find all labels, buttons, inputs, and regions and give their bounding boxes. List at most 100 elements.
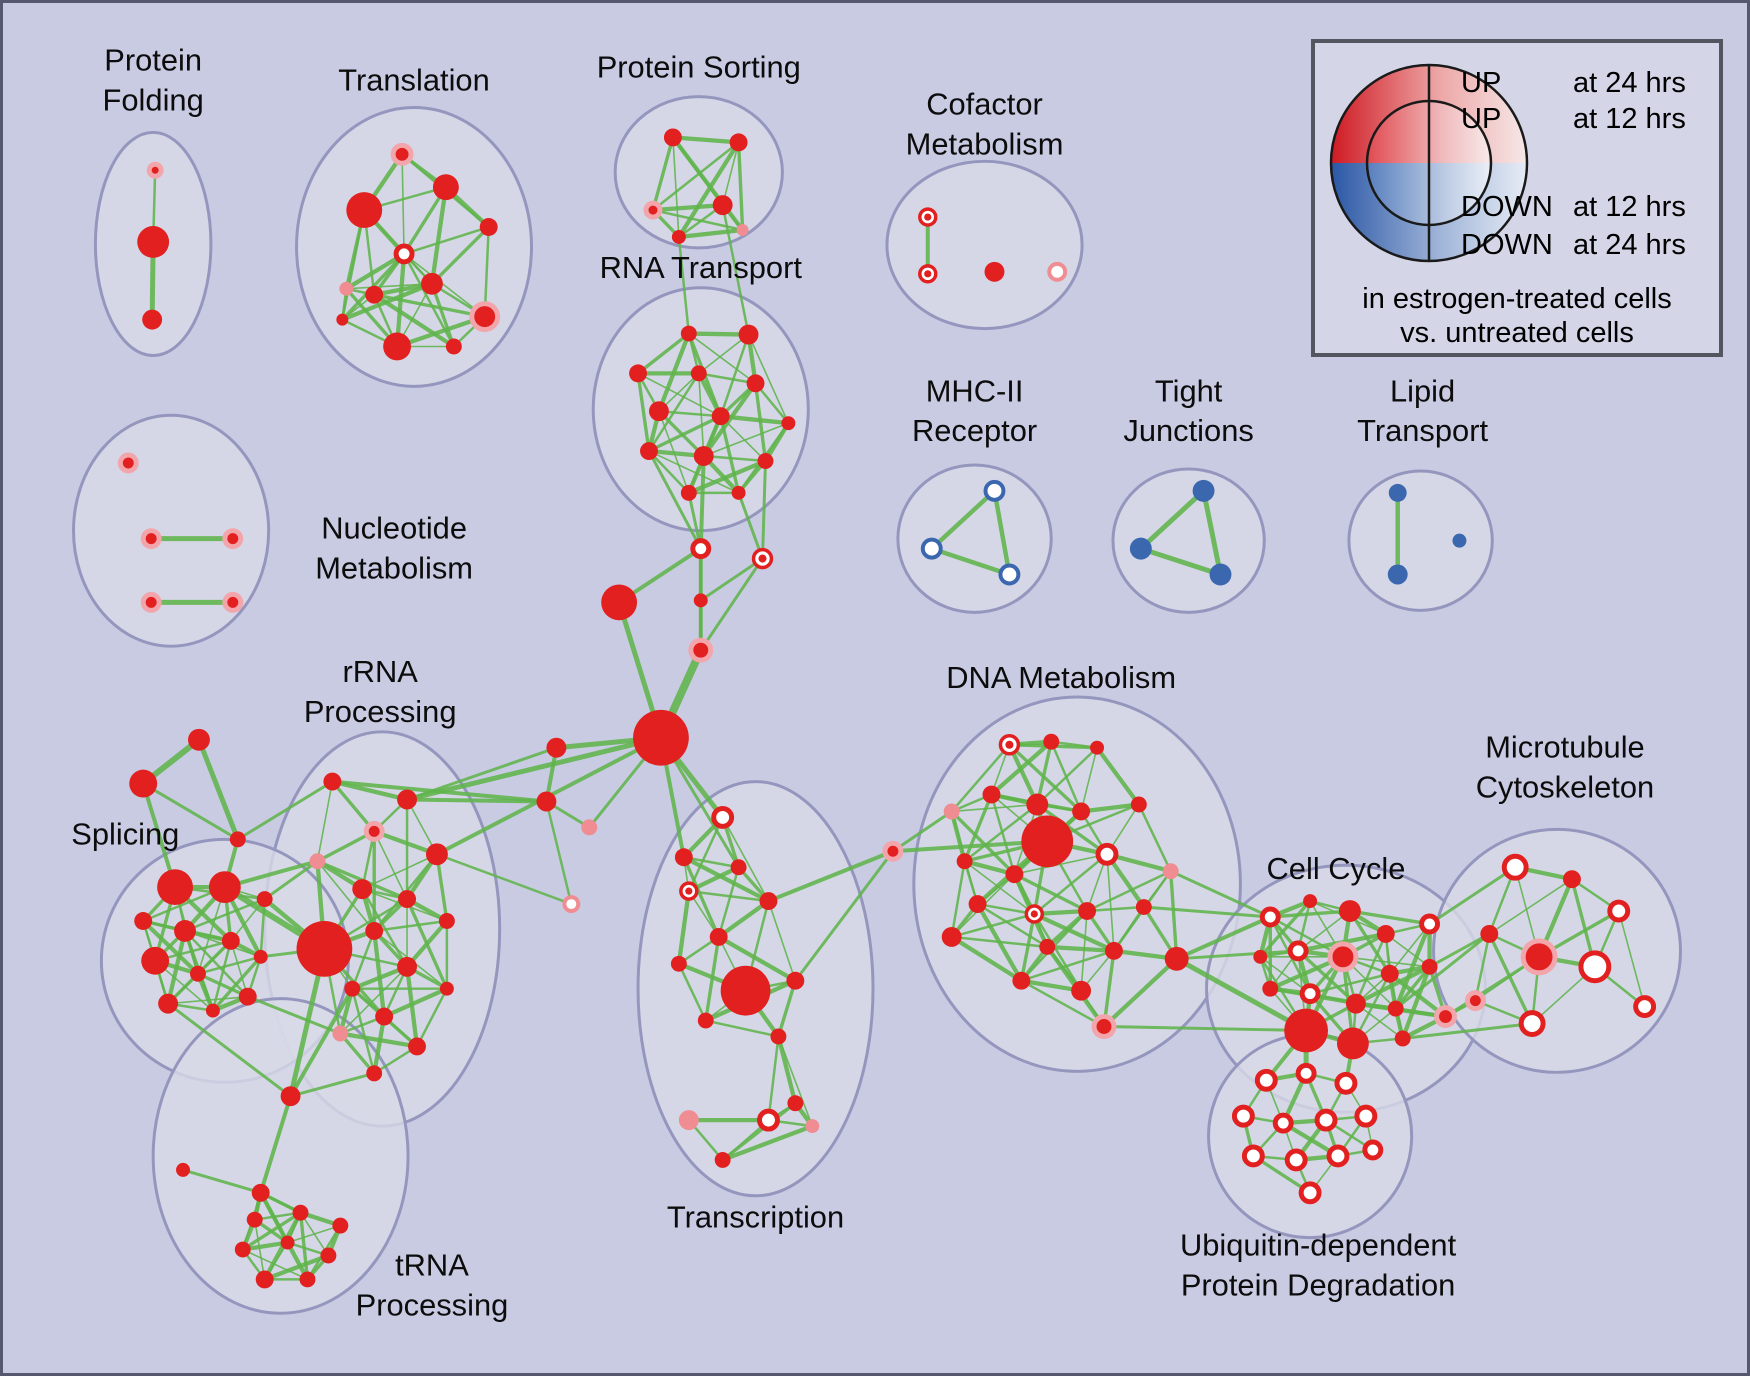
node-cc3 — [1338, 900, 1361, 922]
node-rr16 — [408, 1037, 426, 1056]
network-edge — [686, 458, 768, 495]
node-dm20 — [1104, 941, 1123, 960]
cluster-mt — [1432, 827, 1682, 1074]
node-cc9 — [1380, 964, 1399, 983]
network-edge — [315, 829, 376, 863]
network-edge — [1258, 899, 1312, 959]
node-rr17 — [366, 1065, 383, 1082]
network-edge — [1401, 1022, 1534, 1040]
network-edge — [340, 281, 435, 322]
node-ps6 — [736, 224, 749, 236]
node-dm19 — [1039, 938, 1056, 955]
network-edge — [1474, 932, 1491, 1002]
node-rt5 — [746, 374, 765, 393]
node-tc7 — [670, 955, 687, 972]
network-edge — [263, 859, 319, 901]
cluster-label-pf: Protein — [104, 43, 202, 78]
node-ub6 — [1314, 1108, 1338, 1132]
node-tn11 — [299, 1271, 316, 1288]
network-edge — [1094, 745, 1141, 807]
network-edge — [929, 546, 1012, 577]
network-edge — [1007, 742, 1040, 807]
node-dm17 — [1135, 899, 1152, 916]
network-edge — [372, 829, 440, 857]
network-edge — [720, 1101, 798, 1162]
node-tc9 — [786, 971, 805, 990]
network-edge — [950, 859, 966, 939]
node-tr6 — [339, 281, 354, 296]
node-mt3 — [1607, 899, 1631, 923]
node-pf2 — [137, 226, 170, 258]
legend-direction-label: UP — [1461, 67, 1502, 99]
network-edge — [698, 454, 706, 551]
network-edge — [670, 135, 741, 145]
node-ub11 — [1362, 1139, 1384, 1161]
network-edge — [402, 185, 448, 256]
node-sl7 — [141, 946, 170, 975]
network-edge — [721, 816, 770, 902]
node-tr7 — [365, 285, 384, 304]
node-cc10 — [1421, 958, 1438, 975]
network-edge — [372, 919, 449, 933]
node-dm16 — [1078, 902, 1097, 920]
network-edge — [777, 1035, 814, 1127]
network-edge — [702, 454, 767, 463]
network-edge — [1393, 921, 1432, 1011]
network-edge — [718, 414, 741, 495]
node-pf3 — [142, 309, 163, 330]
node-dm10 — [1095, 842, 1119, 866]
network-edge — [1348, 909, 1432, 926]
cluster-label-mt: Cytoskeleton — [1476, 770, 1654, 805]
node-rr6 — [352, 879, 373, 900]
node-sl6 — [221, 931, 240, 950]
node-ps4 — [712, 195, 733, 216]
network-edge — [737, 491, 764, 561]
network-edge — [651, 135, 675, 212]
node-cc13 — [1345, 993, 1366, 1014]
network-edge — [1169, 869, 1272, 919]
cluster-label-dm: DNA Metabolism — [946, 660, 1176, 695]
cluster-label-rr: rRNA — [342, 654, 418, 689]
legend-time-label: at 12 hrs — [1573, 191, 1686, 223]
network-edge — [196, 955, 262, 975]
node-st3 — [229, 831, 246, 848]
node-ub8 — [1241, 1144, 1265, 1168]
network-edge — [262, 1253, 331, 1282]
node-ps3 — [643, 200, 663, 220]
cluster-label-cf: Cofactor — [926, 87, 1043, 122]
network-edge — [259, 897, 266, 959]
network-edge — [676, 227, 745, 240]
network-edge — [647, 449, 691, 495]
network-edge — [719, 415, 767, 462]
node-sl4 — [256, 891, 273, 908]
cluster-cf — [885, 159, 1084, 331]
node-mt2 — [1562, 870, 1581, 889]
node-cf3 — [984, 261, 1005, 282]
network-edge — [1308, 972, 1391, 995]
node-sl2 — [208, 871, 241, 904]
node-tn9 — [320, 1247, 337, 1264]
node-core-dm15 — [1030, 910, 1038, 918]
node-lt3 — [1452, 533, 1467, 548]
network-edge — [1033, 853, 1109, 916]
node-ub5 — [1272, 1112, 1294, 1134]
network-edge — [776, 1034, 798, 1106]
network-edge — [181, 1168, 263, 1195]
node-nm5 — [222, 591, 244, 613]
legend-time-label: at 12 hrs — [1573, 103, 1686, 135]
network-edge — [1354, 932, 1388, 1005]
network-edge — [339, 965, 408, 1035]
network-edge — [230, 940, 249, 998]
cluster-lt — [1347, 469, 1494, 612]
node-tc2 — [674, 848, 693, 867]
network-edge — [1394, 965, 1432, 1011]
node-tj1 — [1192, 479, 1215, 502]
node-mh3 — [998, 563, 1021, 586]
network-edge — [330, 779, 410, 802]
network-edge — [1428, 865, 1517, 926]
node-cc7 — [1287, 940, 1309, 962]
network-edge — [141, 781, 178, 890]
network-edge — [950, 935, 1049, 949]
node-cb3 — [601, 584, 638, 621]
